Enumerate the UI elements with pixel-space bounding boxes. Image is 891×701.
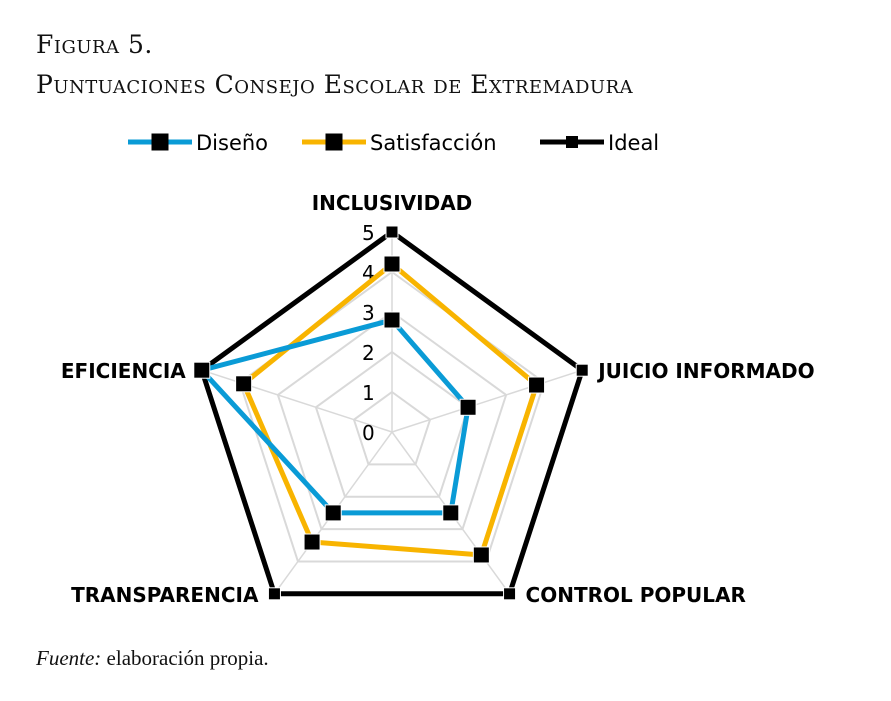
figure-title: Figura 5. <box>36 30 153 59</box>
data-point <box>472 546 490 564</box>
data-point <box>459 398 477 416</box>
legend-marker <box>151 133 169 151</box>
source-label: Fuente: <box>36 646 102 670</box>
figure-subtitle: Puntuaciones Consejo Escolar de Extremad… <box>36 70 634 99</box>
axis-label: CONTROL POPULAR <box>526 583 746 607</box>
grid-ring-1 <box>352 390 432 466</box>
figure-source: Fuente: elaboración propia. <box>36 646 269 671</box>
data-point <box>528 376 546 394</box>
legend-label: Satisfacción <box>370 131 497 155</box>
axis-label: EFICIENCIA <box>61 359 186 383</box>
tick-label: 3 <box>362 301 375 325</box>
grid-spoke <box>391 369 583 433</box>
data-point <box>442 504 460 522</box>
tick-label: 5 <box>362 221 375 245</box>
axis-label: INCLUSIVIDAD <box>312 191 473 215</box>
data-point <box>383 311 401 329</box>
data-point <box>235 375 253 393</box>
legend-marker <box>566 136 578 148</box>
series-line-Ideal <box>198 228 586 597</box>
grid-ring-3 <box>276 310 508 531</box>
legend-label: Ideal <box>608 131 659 155</box>
axis-label: TRANSPARENCIA <box>71 583 259 607</box>
data-point <box>324 504 342 522</box>
legend-marker <box>325 133 343 151</box>
legend-label: Diseño <box>196 131 268 155</box>
data-point <box>385 225 399 239</box>
tick-label: 1 <box>362 381 375 405</box>
tick-label: 2 <box>362 341 375 365</box>
axis-label: JUICIO INFORMADO <box>596 359 814 383</box>
data-point <box>575 363 589 377</box>
data-point <box>193 361 211 379</box>
tick-label: 0 <box>362 421 375 445</box>
series-line-Diseño <box>197 317 471 516</box>
series-line-Satisfacción <box>240 260 540 558</box>
data-point <box>303 533 321 551</box>
grid-spoke <box>201 369 393 433</box>
grid-ring-2 <box>314 350 470 498</box>
source-text: elaboración propia. <box>101 646 269 670</box>
data-point <box>267 587 281 601</box>
data-point <box>503 587 517 601</box>
data-point <box>383 255 401 273</box>
